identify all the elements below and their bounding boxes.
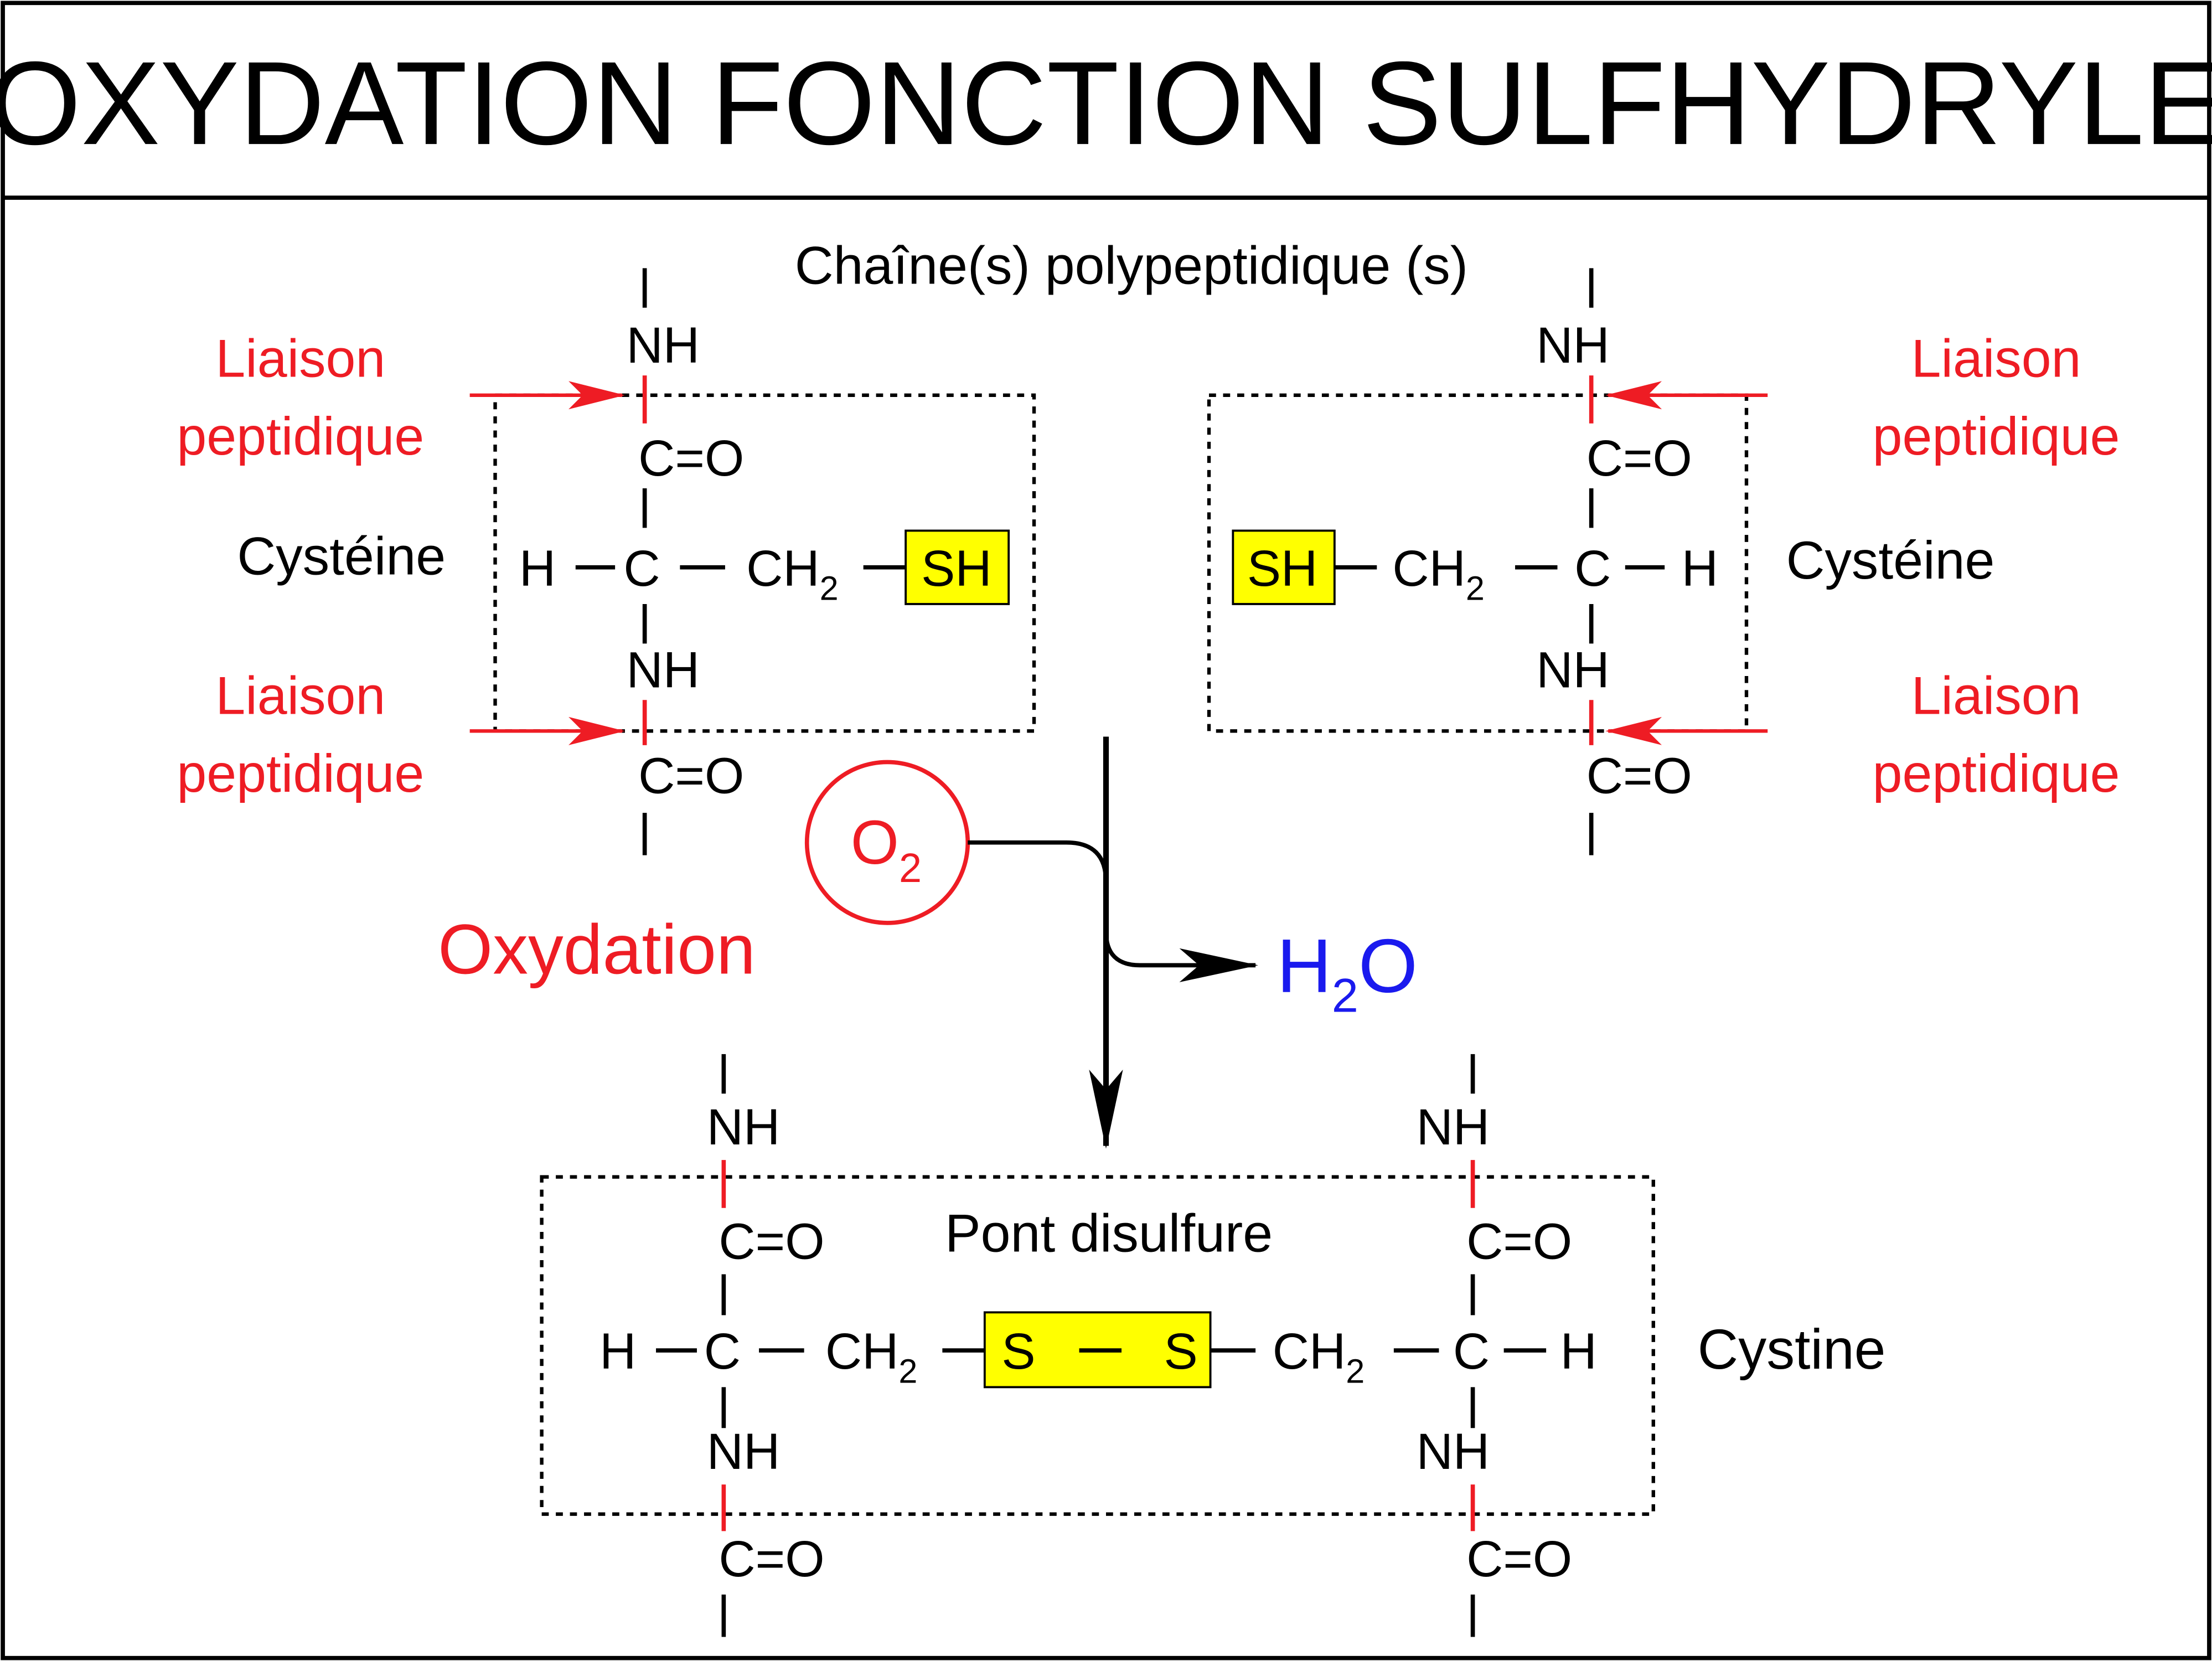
- co-atom: C=O: [1586, 747, 1692, 804]
- ch2-group: CH2: [1392, 540, 1485, 607]
- nh-atom: NH: [1536, 642, 1609, 698]
- co-atom: C=O: [638, 747, 744, 804]
- disulfide-bridge-label: Pont disulfure: [945, 1203, 1273, 1263]
- h-atom: H: [599, 1323, 636, 1380]
- nh-atom: NH: [627, 642, 700, 698]
- cystine-label: Cystine: [1698, 1318, 1886, 1381]
- nh-atom: NH: [627, 317, 700, 374]
- co-atom: C=O: [638, 430, 744, 487]
- nh-atom: NH: [707, 1423, 781, 1480]
- ch2-group: CH2: [1273, 1323, 1365, 1390]
- co-atom: C=O: [1586, 430, 1692, 487]
- cysteine-label: Cystéine: [237, 525, 446, 586]
- ch2-group: CH2: [746, 540, 839, 607]
- cysteine-left-box: [493, 393, 1036, 733]
- sh-highlight: [905, 529, 1010, 605]
- c-atom: C: [623, 540, 660, 597]
- cysteine-label: Cystéine: [1786, 530, 1995, 590]
- c-atom: C: [1453, 1323, 1490, 1380]
- reaction: O2 H2O Oxydation: [438, 736, 1418, 1149]
- oxidation-label: Oxydation: [438, 911, 756, 989]
- c-atom: C: [704, 1323, 741, 1380]
- water-molecule: H2O: [1276, 924, 1418, 1023]
- co-atom: C=O: [719, 1213, 824, 1270]
- cystine-box: [540, 1175, 1655, 1516]
- chain-label: Chaîne(s) polypeptidique (s): [795, 235, 1468, 295]
- h-atom: H: [1560, 1323, 1597, 1380]
- h-atom: H: [1682, 540, 1718, 597]
- h-atom: H: [519, 540, 556, 597]
- c-atom: C: [1574, 540, 1611, 597]
- sh-group: SH: [921, 540, 991, 597]
- co-atom: C=O: [1466, 1531, 1572, 1587]
- cystine: Pont disulfure NH C=O H C CH2 NH C=O S S…: [540, 1054, 1886, 1637]
- sulfur-atom: S: [1001, 1323, 1035, 1380]
- water-output-arrow: [1104, 931, 1259, 982]
- cysteine-right: NH C=O SH CH2 C H NH C=O: [1207, 268, 1749, 855]
- ch2-group: CH2: [825, 1323, 918, 1390]
- page-title: OXYDATION FONCTION SULFHYDRYLE: [0, 37, 2212, 169]
- nh-atom: NH: [1536, 317, 1609, 374]
- cysteine-right-box: [1207, 393, 1749, 733]
- co-atom: C=O: [1466, 1213, 1572, 1270]
- oxygen-input-curve: [968, 840, 1108, 883]
- sulfur-atom: S: [1164, 1323, 1197, 1380]
- nh-atom: NH: [1417, 1423, 1490, 1480]
- cysteine-left: NH C=O H C CH2 SH NH C=O: [493, 268, 1036, 855]
- nh-atom: NH: [707, 1099, 781, 1156]
- co-atom: C=O: [719, 1531, 824, 1587]
- sh-group: SH: [1247, 540, 1317, 597]
- oxygen-molecule: O2: [851, 807, 922, 891]
- nh-atom: NH: [1417, 1099, 1490, 1156]
